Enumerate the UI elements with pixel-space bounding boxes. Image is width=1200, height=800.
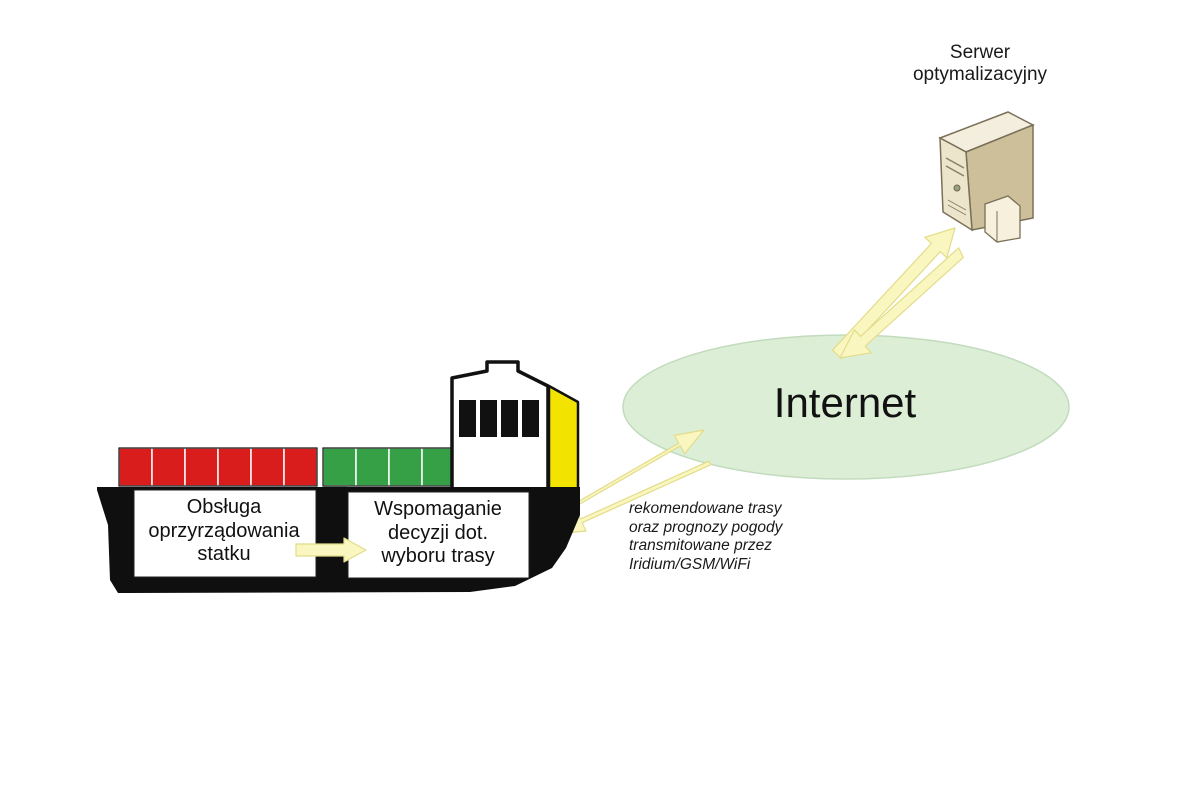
transmission-note-line2: oraz prognozy pogody <box>629 518 783 536</box>
box1-line2: oprzyrządowania <box>148 519 300 542</box>
server-tower-icon <box>938 111 1035 243</box>
server-label-line1: Serwer <box>949 42 1011 63</box>
route-decision-support-box <box>347 491 530 579</box>
server-label: Serwer optymalizacyjny <box>880 42 1080 87</box>
transmission-note: rekomendowane trasy oraz prognozy pogody… <box>629 500 782 574</box>
box2-line2: decyzji dot. <box>387 521 489 544</box>
equipment-handling-box <box>133 489 317 578</box>
box1-line1: Obsługa <box>186 496 262 518</box>
transmission-note-line4: Iridium/GSM/WiFi <box>629 555 751 573</box>
equipment-handling-label: Obsługa oprzyrządowania statku <box>134 496 314 567</box>
box2-line1: Wspomaganie <box>374 498 502 520</box>
transmission-note-line3: transmitowane przez <box>629 537 773 555</box>
container-ship-icon <box>97 360 580 593</box>
arrow-server-to-internet <box>839 247 964 359</box>
arrow-box1-to-box2 <box>295 537 367 563</box>
transmission-note-line1: rekomendowane trasy <box>629 500 782 517</box>
ship-bridge <box>450 360 580 504</box>
route-decision-support-label: Wspomaganie decyzji dot. wyboru trasy <box>348 498 528 569</box>
red-containers <box>118 447 318 487</box>
server-label-line2: optymalizacyjny <box>912 64 1048 86</box>
box1-line3: statku <box>197 543 251 566</box>
box2-line3: wyboru trasy <box>381 545 495 568</box>
internet-label: Internet <box>773 379 917 426</box>
